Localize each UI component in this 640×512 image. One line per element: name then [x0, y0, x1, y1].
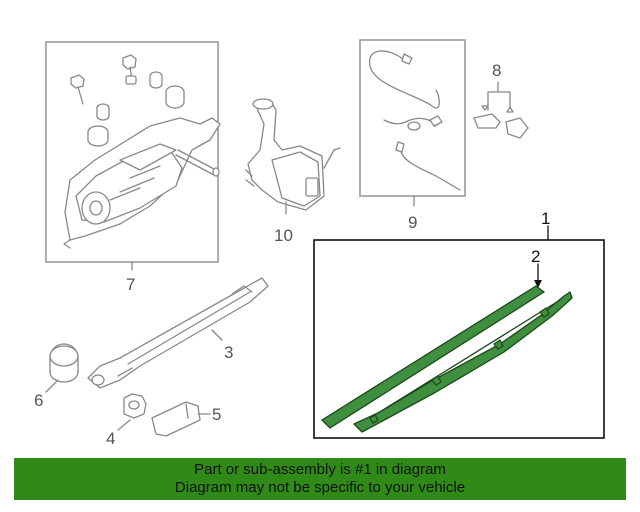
- hose-group-box: [359, 39, 466, 197]
- blade-group-box: [313, 239, 605, 439]
- wiper-motor[interactable]: [63, 54, 221, 249]
- nut[interactable]: [123, 393, 147, 419]
- callout-8: 8: [492, 61, 501, 80]
- footer-banner: Part or sub-assembly is #1 in diagram Di…: [14, 458, 626, 500]
- arm-cover[interactable]: [151, 401, 201, 437]
- callout-1: 1: [541, 209, 550, 228]
- washer-reservoir[interactable]: [245, 98, 341, 215]
- wiper-arm[interactable]: [87, 277, 269, 389]
- callout-3: 3: [224, 343, 233, 362]
- footer-line-2: Diagram may not be specific to your vehi…: [174, 479, 466, 496]
- callout-10: 10: [274, 226, 293, 245]
- callout-2: 2: [531, 247, 540, 266]
- callout-8-leader: [487, 81, 511, 113]
- blade-refill[interactable]: [321, 285, 545, 429]
- footer-line-1: Part or sub-assembly is #1 in diagram: [194, 461, 446, 478]
- callout-6: 6: [34, 391, 43, 410]
- callout-7: 7: [126, 275, 135, 294]
- callout-9: 9: [408, 213, 417, 232]
- clip-pair[interactable]: [473, 113, 529, 139]
- callout-4: 4: [106, 429, 115, 448]
- callout-5: 5: [212, 405, 221, 424]
- washer-hose[interactable]: [369, 50, 461, 191]
- wiper-blade[interactable]: [353, 291, 573, 433]
- cover-cap[interactable]: [49, 343, 79, 383]
